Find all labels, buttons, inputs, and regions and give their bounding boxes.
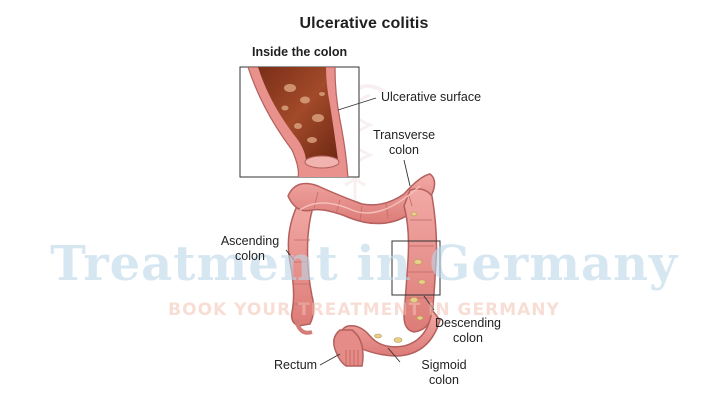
label-descending-colon: Descending colon	[434, 316, 501, 345]
label-ulcerative-surface: Ulcerative surface	[381, 90, 482, 104]
label-sigmoid-colon: Sigmoid colon	[421, 358, 467, 387]
label-rectum: Rectum	[274, 358, 318, 372]
label-transverse-colon: Transverse colon	[372, 128, 436, 157]
watermark-sub: BOOK YOUR TREATMENT IN GERMANY	[168, 300, 560, 320]
highlight-box	[391, 240, 441, 296]
diagram-title: Ulcerative colitis	[299, 15, 429, 32]
colon-haustra	[292, 185, 434, 305]
leader-lines	[285, 97, 435, 366]
inset-title: Inside the colon	[252, 45, 348, 59]
label-ascending-colon: Ascending colon	[220, 234, 280, 263]
inset-box	[239, 66, 360, 178]
ulcer-patches	[374, 211, 426, 343]
watermark-main: Treatment in Germany	[50, 236, 678, 292]
rectum-striations	[345, 350, 359, 366]
